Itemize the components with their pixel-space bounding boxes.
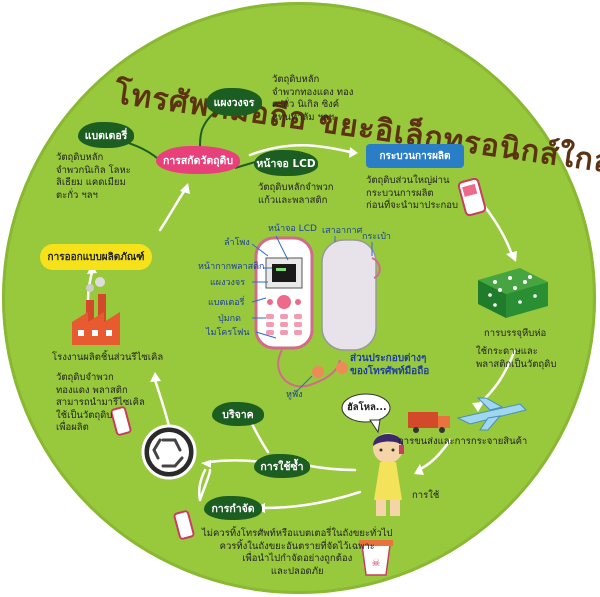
arrow-use-to-reuse <box>303 463 357 472</box>
disposal-description: ไม่ควรทิ้งโทรศัพท์หรือแบตเตอรี่ในถังขยะท… <box>202 528 393 577</box>
truck-icon <box>408 412 450 433</box>
factory-icon <box>72 277 120 345</box>
lcd-description: วัตถุดิบหลักจำพวก แก้วและพลาสติก <box>258 182 334 206</box>
parts-caption: ส่วนประกอบต่างๆ ของโทรศัพท์มือถือ <box>350 353 430 377</box>
part-faceplate-label: หน้ากากพลาสติก <box>198 262 265 272</box>
arrow-reuse-to-donate <box>248 418 270 454</box>
speech-text: ฮัลโหล... <box>347 402 387 413</box>
arrow-design-to-raw <box>158 188 187 232</box>
node-reuse: การใช้ซ้ำ <box>254 454 310 478</box>
production-description: วัตถุดิบส่วนใหญ่ผ่าน กระบวนการผลิต ก่อนท… <box>366 175 459 211</box>
factory-phone-icon <box>110 406 132 436</box>
person-using-phone-icon <box>373 433 404 516</box>
factory-description: วัตถุดิบจำพวก ทองแดง พลาสติก สามารถนำมาร… <box>56 372 145 433</box>
phone-illustration <box>251 235 381 393</box>
speech-bubble <box>341 393 391 434</box>
arrow-disposal-to-recycle <box>198 468 212 502</box>
airplane-icon <box>456 397 527 431</box>
production-phone-icon <box>457 177 487 217</box>
factory-label: โรงงานผลิตชิ้นส่วนรีไซเคิล <box>52 352 164 363</box>
part-lcd-label: หน้าจอ LCD <box>268 224 317 234</box>
part-case-label: กระเป๋า <box>362 232 391 242</box>
packaging-label: การบรรจุหีบห่อ <box>484 328 547 339</box>
arrow-raw-to-production <box>248 144 352 157</box>
node-battery: แบตเตอรี่ <box>78 122 134 148</box>
use-label: การใช้ <box>412 490 440 501</box>
part-battery-label: แบตเตอรี่ <box>208 298 245 308</box>
hazardous-bin-icon: ☠ <box>359 540 393 576</box>
part-speaker-label: ลำโพง <box>224 238 250 248</box>
node-lcd: หน้าจอ LCD <box>254 150 318 176</box>
part-earphone-label: หูฟัง <box>286 390 303 400</box>
node-disposal: การกำจัด <box>204 496 262 520</box>
battery-description: วัตถุดิบหลัก จำพวกนิเกิล โลหะ ลิเธียม แค… <box>56 152 131 201</box>
svg-text:☠: ☠ <box>372 558 381 569</box>
part-antenna-label: เสาอากาศ <box>322 226 363 236</box>
node-design: การออกแบบผลิตภัณฑ์ <box>40 244 152 270</box>
arrow-reuse-to-recycle <box>206 459 264 464</box>
node-raw-material: การสกัดวัตถุดิบ <box>156 146 240 174</box>
part-board-label: แผงวงจร <box>210 278 246 288</box>
part-keys-label: ปุ่มกด <box>218 314 241 324</box>
packaging-box-icon <box>478 268 548 318</box>
part-mic-label: ไมโครโฟน <box>206 328 250 338</box>
circuit-description: วัตถุดิบหลัก จำพวกทองแดง ทอง ตะกั่ว นิเก… <box>272 74 354 123</box>
transport-label: การขนส่งและการกระจายสินค้า <box>398 436 528 447</box>
node-production: กระบวนการผลิต <box>366 144 464 168</box>
packaging-description: ใช้กระดาษและ พลาสติกเป็นวัตถุดิบ <box>476 346 557 370</box>
node-donate: บริจาค <box>212 402 264 426</box>
arrow-recycle-to-factory <box>153 378 172 432</box>
recycle-symbol-icon <box>141 424 197 480</box>
disposal-phone-icon <box>173 510 195 540</box>
arrow-use-to-disposal <box>260 490 362 510</box>
node-circuit: แผงวงจร <box>206 88 262 116</box>
